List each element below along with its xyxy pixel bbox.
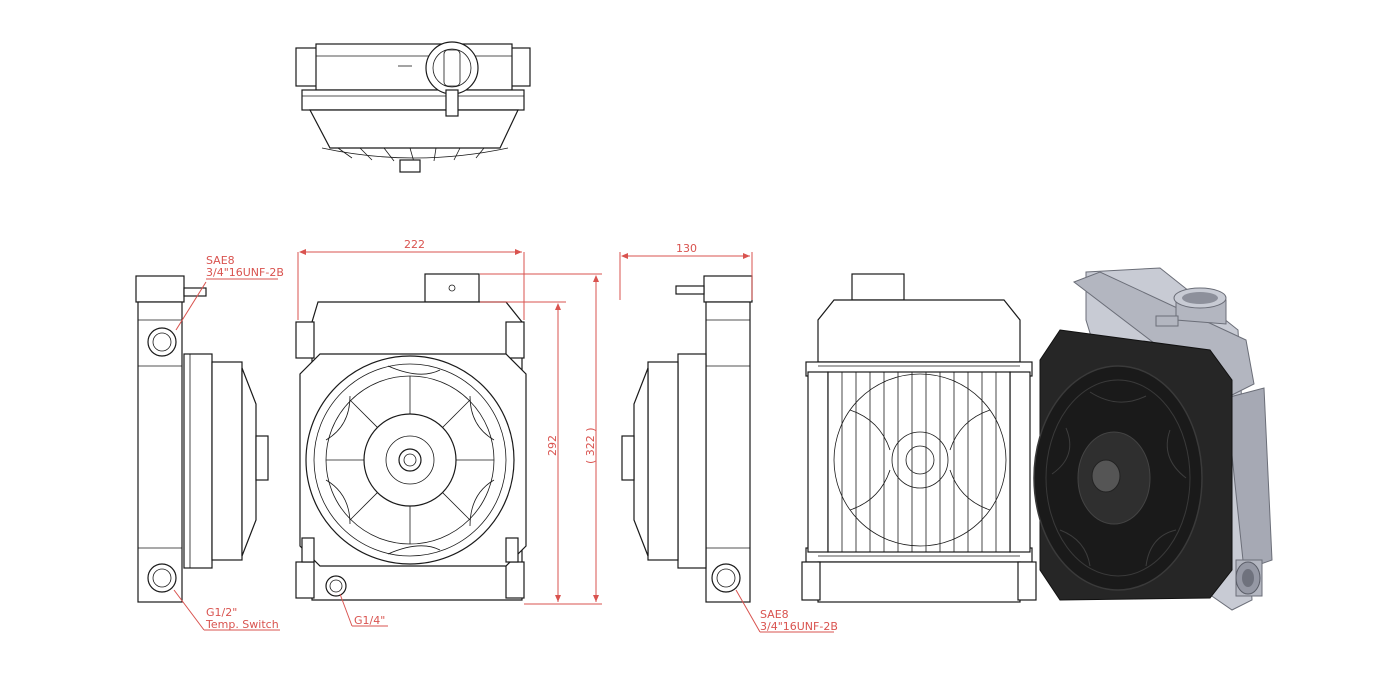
side-port-label-line1: SAE8 bbox=[760, 608, 789, 621]
top-view bbox=[295, 41, 531, 173]
core-height-dimension-label: 292 bbox=[546, 435, 559, 456]
front-dimensions bbox=[297, 249, 602, 605]
callout-bottom-port bbox=[173, 589, 280, 631]
left-side-view bbox=[135, 275, 269, 603]
overall-height-dimension-label: ( 322 ) bbox=[584, 427, 597, 464]
callout-side-port bbox=[735, 589, 834, 633]
isometric-render bbox=[1033, 267, 1273, 611]
top-port-label-line2: 3/4"16UNF-2B bbox=[206, 266, 284, 279]
right-side-view bbox=[621, 275, 753, 603]
callout-front-port bbox=[339, 593, 388, 627]
width-dimension-label: 222 bbox=[404, 238, 425, 251]
side-port-label-line2: 3/4"16UNF-2B bbox=[760, 620, 838, 633]
bottom-port-label-line1: G1/2" bbox=[206, 606, 237, 619]
rear-view bbox=[801, 273, 1037, 603]
depth-dimension bbox=[619, 252, 753, 300]
front-port-label: G1/4" bbox=[354, 614, 385, 627]
bottom-port-label-line2: Temp. Switch bbox=[205, 618, 279, 631]
front-view bbox=[295, 273, 527, 601]
callout-top-port bbox=[175, 281, 207, 331]
top-port-label-line1: SAE8 bbox=[206, 254, 235, 267]
depth-dimension-label: 130 bbox=[676, 242, 697, 255]
